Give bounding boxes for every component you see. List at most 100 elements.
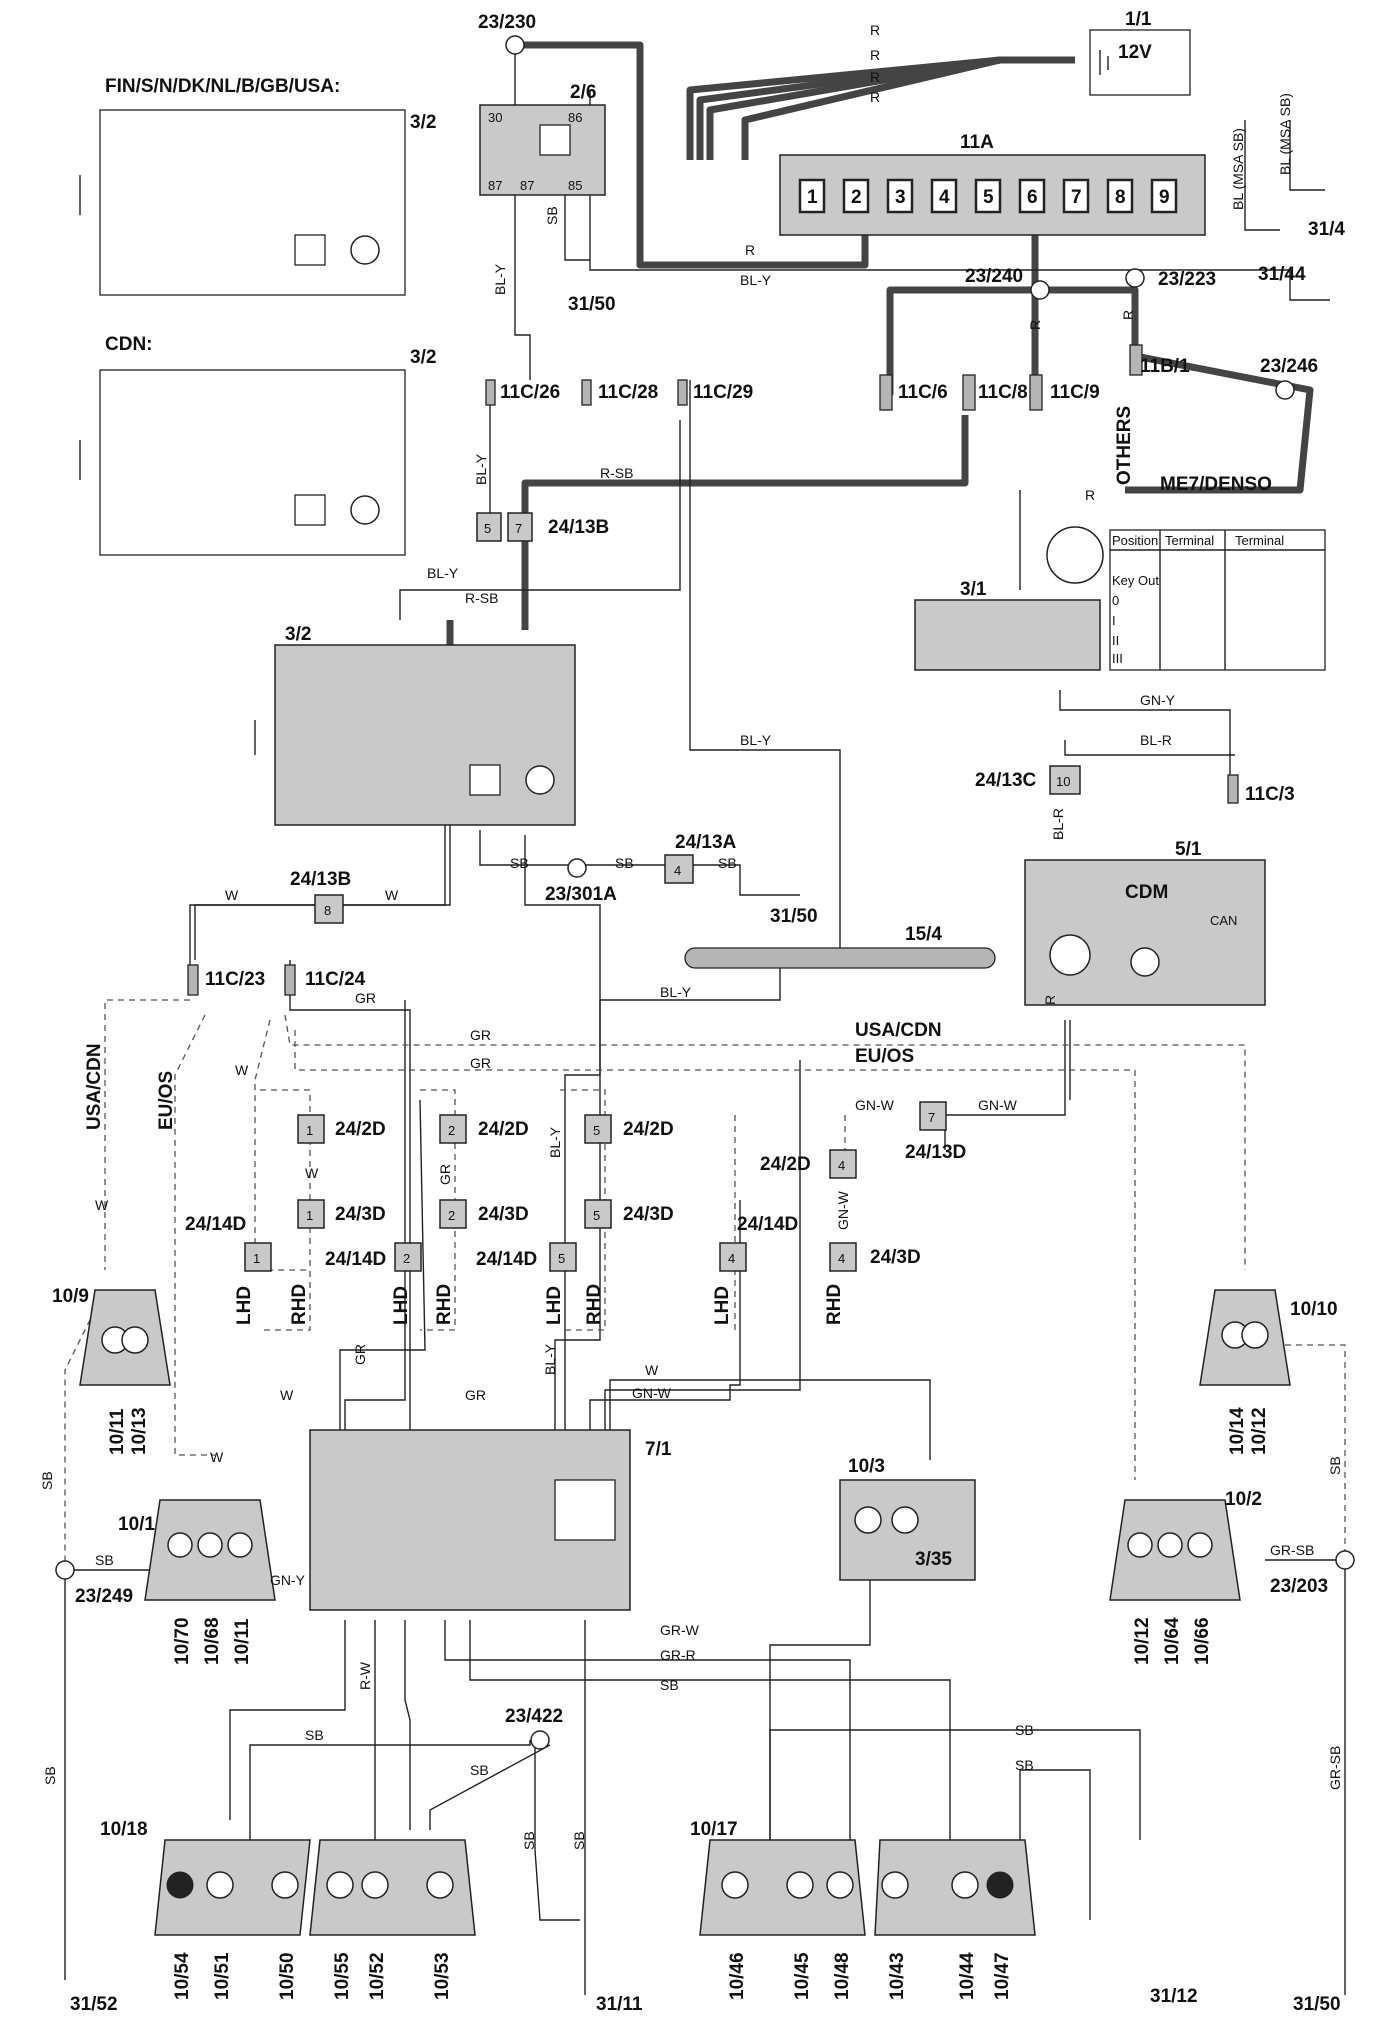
wire-gr-5: GR [352, 1344, 368, 1365]
ign-th-terminal2: Terminal [1235, 533, 1284, 548]
svg-text:4: 4 [838, 1251, 845, 1266]
cdm-module: 5/1 CDM CAN [1024, 839, 1266, 1006]
ground-3150-b: 31/50 [770, 906, 818, 927]
front-l-bulb-3: 10/11 [232, 1618, 253, 1665]
rear-r-bulb-5: 10/44 [957, 1952, 978, 2000]
wire-sb-14: SB [571, 1831, 587, 1850]
conn-11c9: 11C/9 [1050, 382, 1100, 403]
rear-r-bulb-3: 10/48 [832, 1952, 853, 2000]
svg-text:1: 1 [306, 1208, 313, 1223]
fuse-2 [842, 178, 870, 214]
wire-bl-y-7: BL-Y [547, 1126, 563, 1158]
splice-23301a: 23/301A [545, 884, 617, 905]
label-rhd-2: RHD [434, 1284, 455, 1325]
wire-sb-1: SB [544, 206, 560, 225]
svg-text:1: 1 [253, 1251, 260, 1266]
wire-r-sb-2: R-SB [465, 590, 498, 606]
fuse-label-5: 5 [983, 187, 994, 208]
fuse-label-6: 6 [1027, 187, 1038, 208]
wire-r-2: R [870, 47, 880, 63]
fuse-label-4: 4 [939, 187, 950, 208]
fuse-label-9: 9 [1159, 187, 1170, 208]
relay-id: 2/6 [570, 82, 596, 103]
conn-24-14d-2: 24/14D [325, 1249, 386, 1270]
cdm-can: CAN [1210, 913, 1237, 928]
ground-3152: 31/52 [70, 1994, 118, 2015]
wire-sb-3: SB [615, 855, 634, 871]
rear-l-bulb-5: 10/52 [367, 1952, 388, 2000]
svg-text:2: 2 [403, 1251, 410, 1266]
ign-pos-3: III [1112, 651, 1123, 666]
wire-gr-2: GR [470, 1027, 491, 1043]
ground-3150-c: 31/50 [1293, 1994, 1341, 2015]
splice-23230: 23/230 [478, 12, 536, 33]
wire-bl-y-8: BL-Y [542, 1343, 558, 1375]
connector-11c-group: 11C/26 11C/28 11C/29 11C/6 11C/8 11C/9 1… [187, 344, 1295, 996]
wire-w-6: W [280, 1387, 294, 1403]
fuse-6 [1018, 178, 1046, 214]
label-euos-v: EU/OS [156, 1071, 177, 1130]
front-r-id: 10/2 [1225, 1489, 1262, 1510]
fog-l-id: 10/9 [52, 1286, 89, 1307]
wire-r-8: R [1027, 320, 1043, 330]
conn-24-3d-1: 24/3D [335, 1204, 386, 1225]
wire-sb-11: SB [1015, 1722, 1034, 1738]
wire-bl-y-1: BL-Y [740, 272, 772, 288]
connector-24-13b-lower: 8 24/13B [189, 825, 446, 965]
conn-24-13c: 24/13C [975, 770, 1037, 791]
wire-gr-4: GR [437, 1164, 453, 1185]
relay-pin-87b: 87 [520, 178, 534, 193]
wire-bl-r-2: BL-R [1050, 808, 1066, 840]
front-lamp-left: 10/1 10/70 10/68 10/11 [118, 1499, 276, 1665]
conn-24-3d-4: 24/3D [870, 1247, 921, 1268]
label-lhd-3: LHD [544, 1286, 565, 1325]
switch-main-id: 3/2 [285, 624, 311, 645]
wire-sb-4: SB [718, 855, 737, 871]
label-lhd-2: LHD [391, 1286, 412, 1325]
splice-23223: 23/223 [1158, 269, 1216, 290]
splice-23203: 23/203 [1270, 1576, 1328, 1597]
conn-11b1: 11B/1 [1140, 356, 1190, 377]
wire-r-sb-1: R-SB [600, 465, 633, 481]
splices: 23/230 23/240 23/223 23/246 23/301A 23/2… [55, 12, 1355, 1750]
conn-11c24: 11C/24 [305, 969, 366, 990]
fuse-label-2: 2 [851, 187, 862, 208]
front-l-id: 10/1 [118, 1514, 155, 1535]
switch-3-2-top: FIN/S/N/DK/NL/B/GB/USA: 3/2 [79, 76, 436, 296]
svg-text:5: 5 [558, 1251, 565, 1266]
battery-id: 1/1 [1125, 9, 1152, 30]
fuse-label-7: 7 [1071, 187, 1082, 208]
wire-w-4: W [95, 1197, 109, 1213]
wire-r-6: R [1042, 995, 1058, 1005]
switch-top-markets: FIN/S/N/DK/NL/B/GB/USA: [105, 76, 340, 97]
wire-sb-5: SB [39, 1471, 55, 1490]
wire-bl-y-4: BL-Y [427, 565, 459, 581]
conn-11c6: 11C/6 [898, 382, 948, 403]
rear-lamp-left: 10/18 10/54 10/51 10/50 10/55 10/52 10/5… [100, 1819, 476, 2000]
wire-w-7: W [645, 1362, 659, 1378]
wire-r-w: R-W [357, 1661, 373, 1690]
battery-label: 12V [1118, 42, 1152, 63]
relay: 2/6 30 86 87 87 85 [479, 82, 606, 196]
conn-24-13a: 24/13A [675, 832, 737, 853]
svg-text:7: 7 [515, 521, 522, 536]
conn-11c26: 11C/26 [500, 382, 560, 403]
wire-bl-msa-2: BL (MSA SB) [1277, 93, 1293, 175]
splice-23249: 23/249 [75, 1586, 133, 1607]
label-rhd-4: RHD [824, 1284, 845, 1325]
switch-3-2-main: 3/2 [254, 624, 576, 826]
fog-r-bulb-1: 10/14 [1227, 1407, 1248, 1455]
conn-24-2d-1: 24/2D [335, 1119, 386, 1140]
wire-w-3: W [235, 1062, 249, 1078]
relay-pin-86: 86 [568, 110, 582, 125]
splice-23246: 23/246 [1260, 356, 1318, 377]
wire-r-7: R [1085, 487, 1095, 503]
fuse-9 [1150, 178, 1178, 214]
fuse-8 [1106, 178, 1134, 214]
cdm-label: CDM [1125, 882, 1168, 903]
wire-w-2: W [385, 887, 399, 903]
wire-r-4: R [870, 89, 880, 105]
svg-text:2: 2 [448, 1208, 455, 1223]
ignition-switch: 3/1 [914, 526, 1104, 671]
